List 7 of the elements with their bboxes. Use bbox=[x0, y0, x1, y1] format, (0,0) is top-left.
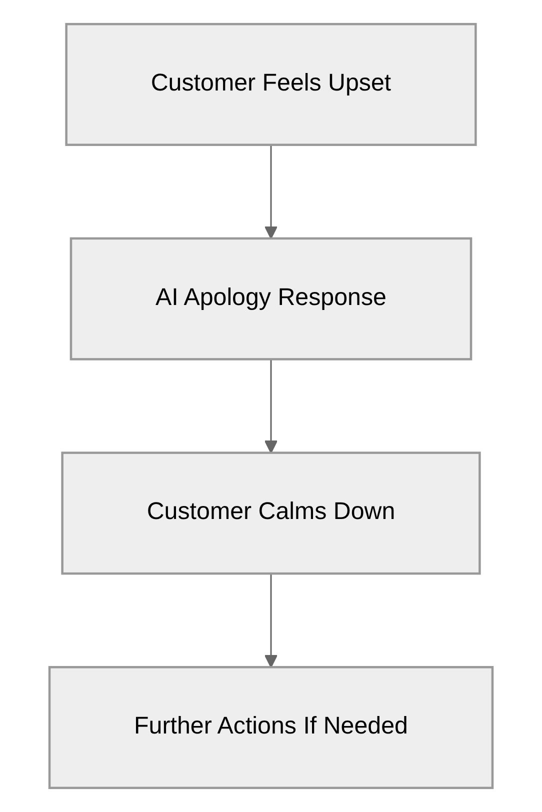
process-box: Customer Feels Upset bbox=[65, 22, 477, 146]
arrow bbox=[264, 359, 278, 454]
arrow bbox=[264, 574, 278, 668]
process-box: Further Actions If Needed bbox=[48, 666, 494, 790]
process-box: Customer Calms Down bbox=[61, 452, 481, 575]
arrow bbox=[264, 144, 278, 240]
process-box: AI Apology Response bbox=[70, 237, 472, 360]
